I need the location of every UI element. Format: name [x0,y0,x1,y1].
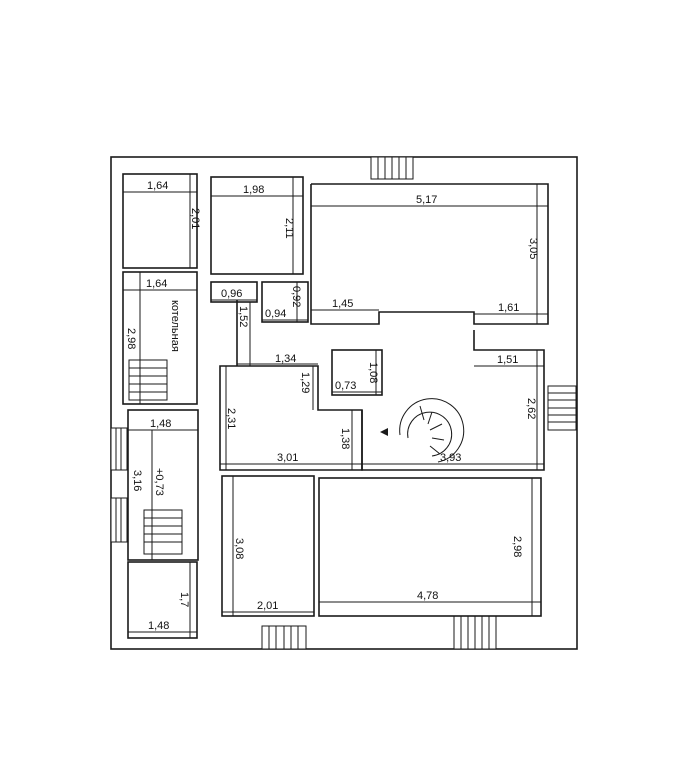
dim-1-52: 1,52 [237,306,249,327]
room-small-a [210,281,258,303]
dim-1-48-bottom: 1,48 [148,620,169,632]
dim-2-62: 2,62 [525,398,537,419]
dim-1-08: 1,08 [367,362,379,383]
dim-0-96: 0,96 [221,288,242,300]
window-left-upper [110,427,128,471]
dim-2-01-bottom: 2,01 [257,600,278,612]
dim-1-34: 1,34 [275,353,296,365]
room-top-center [210,176,304,275]
dim-0-92: 0,92 [290,286,302,307]
dim-2-31: 2,31 [225,408,237,429]
room-top-right [310,183,549,325]
dim-3-01: 3,01 [277,452,298,464]
room-left-middle [127,409,199,561]
dimension-lines [123,174,548,638]
dim-1-29: 1,29 [299,372,311,393]
dim-2-98-right: 2,98 [511,536,523,557]
dim-1-61: 1,61 [498,302,519,314]
dim-1-7: 1,7 [178,592,190,607]
window-left-lower [110,497,128,543]
level-mark: +0,73 [153,468,165,496]
stair-arrow-icon [380,428,388,436]
dim-4-78: 4,78 [417,590,438,602]
stairs-boiler [128,359,168,401]
room-bottom-right [318,477,542,617]
dim-2-11: 2,11 [283,218,295,239]
dim-1-98: 1,98 [243,184,264,196]
dim-1-64-b: 1,64 [146,278,167,290]
room-bottom-left [221,475,315,617]
dim-2-01-top: 2,01 [189,208,201,229]
dim-1-51: 1,51 [497,354,518,366]
dim-5-17: 5,17 [416,194,437,206]
room-label-boiler: котельная [169,300,181,352]
dim-1-38: 1,38 [339,428,351,449]
room-boiler [122,271,198,405]
dim-1-48-mid: 1,48 [150,418,171,430]
dim-0-94: 0,94 [265,308,286,320]
spiral-stair [380,398,465,463]
dim-2-98-left: 2,98 [125,328,137,349]
stair-hall [361,330,545,471]
outer-wall [110,156,578,650]
room-left-bottom [127,561,198,639]
dim-3-05: 3,05 [527,238,539,259]
dim-3-08: 3,08 [233,538,245,559]
dim-1-45: 1,45 [332,298,353,310]
dim-3-16: 3,16 [131,470,143,491]
room-small-b [261,281,309,323]
room-small-c [331,349,383,396]
dim-0-73: 0,73 [335,380,356,392]
dim-1-64-top: 1,64 [147,180,168,192]
dim-3-93: 3,93 [440,452,461,464]
room-top-left [122,173,198,269]
stairs-left-middle [143,509,183,555]
